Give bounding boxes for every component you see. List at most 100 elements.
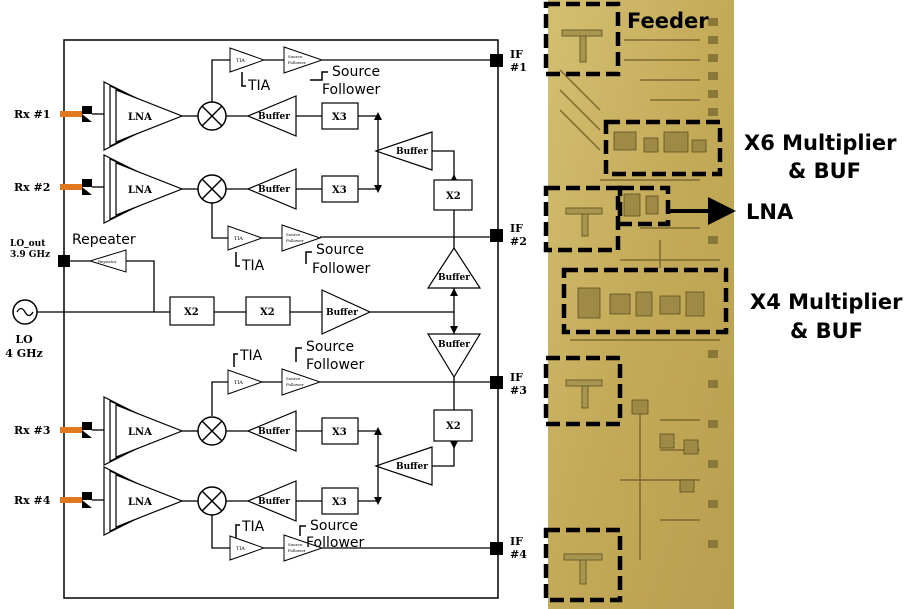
svg-text:LNA: LNA: [128, 497, 152, 508]
if-port-3: [490, 376, 503, 389]
x4-box: [561, 267, 729, 335]
tia-annotation-2: TIA: [241, 258, 265, 274]
buffer-vertical-down: [426, 333, 482, 379]
lna-4: [103, 466, 184, 536]
feeder-box-4: [543, 527, 623, 603]
svg-text:TIA: TIA: [234, 380, 243, 386]
buffer-blocks-left: [246, 95, 433, 522]
mixer-3: [197, 416, 227, 446]
rx-label-2: Rx #2: [14, 181, 50, 194]
callout-x6-line2: & BUF: [788, 159, 861, 183]
svg-text:Source: Source: [310, 518, 358, 534]
svg-text:Buffer: Buffer: [396, 147, 428, 157]
svg-text:TIA: TIA: [234, 236, 243, 242]
svg-text:LNA: LNA: [128, 185, 152, 196]
tia-block-labels: TIA TIA TIA TIA: [234, 58, 245, 552]
callout-x4-line1: X4 Multiplier: [750, 290, 903, 314]
svg-text:TIA: TIA: [236, 546, 245, 552]
buffer-vertical-up-label: Buffer: [438, 273, 470, 283]
svg-text:X3: X3: [332, 497, 347, 508]
svg-text:Source: Source: [286, 376, 301, 381]
buffer-4: [246, 480, 297, 522]
buffer-split-lower: [374, 446, 433, 486]
die-traces: [559, 39, 720, 560]
if-label-2b: #2: [510, 235, 527, 248]
svg-text:Buffer: Buffer: [258, 497, 290, 507]
svg-text:X3: X3: [332, 185, 347, 196]
rx-label-4: Rx #4: [14, 494, 51, 507]
if-port-2: [490, 229, 503, 242]
if-port-1: [490, 54, 503, 67]
sf-blocks: [281, 46, 324, 562]
svg-text:Follower: Follower: [288, 60, 306, 65]
svg-text:Source: Source: [306, 339, 354, 355]
svg-text:Follower: Follower: [286, 382, 304, 387]
svg-text:Follower: Follower: [312, 261, 371, 277]
block-diagram: IF #1 IF #2 IF #3 IF #4 LO_out 3.9 GHz L…: [5, 39, 527, 599]
svg-text:X3: X3: [332, 427, 347, 438]
buffer-1: [246, 95, 297, 137]
rx-label-1: Rx #1: [14, 108, 50, 121]
svg-text:LNA: LNA: [128, 112, 152, 123]
svg-text:Source: Source: [286, 232, 301, 237]
repeater-annotation: Repeater: [72, 232, 136, 248]
lna-labels: LNA LNA LNA LNA: [128, 112, 152, 508]
feeder-box-3: [543, 355, 623, 427]
if-port-4: [490, 542, 503, 555]
if-label-1b: #1: [510, 61, 527, 74]
lo-out-label: LO_out: [10, 239, 46, 249]
buffer-lo-main-label: Buffer: [326, 308, 358, 318]
die-pad-column: [708, 18, 718, 548]
svg-text:Source: Source: [332, 64, 380, 80]
buffer-3: [246, 410, 297, 452]
svg-text:Follower: Follower: [306, 535, 365, 551]
lo-source-freq: 4 GHz: [5, 347, 43, 360]
x6-box: [603, 119, 723, 177]
x2-labels: X2 X2 X2 X2: [184, 191, 461, 432]
svg-text:LNA: LNA: [128, 427, 152, 438]
die-feed-shapes: [561, 29, 603, 585]
repeater-block: [88, 249, 127, 273]
feeder-box-2: [543, 185, 621, 253]
svg-text:Buffer: Buffer: [258, 185, 290, 195]
lna-2: [103, 154, 184, 224]
lo-section: LO_out 3.9 GHz LO 4 GHz: [5, 239, 70, 360]
tia-annotation-1: TIA: [247, 78, 271, 94]
buffer-lo-main: [321, 289, 372, 335]
svg-text:X2: X2: [184, 307, 199, 318]
lo-source-label: LO: [15, 333, 33, 346]
svg-text:Follower: Follower: [288, 548, 306, 553]
mixer-4: [197, 486, 227, 516]
callout-lna: LNA: [746, 200, 794, 224]
lna-box: [617, 185, 671, 227]
buffer-labels-left: Buffer Buffer Buffer Buffer Buffer Buffe…: [258, 112, 428, 507]
chip-outline: [63, 39, 499, 599]
tia-annotation-4: TIA: [241, 519, 265, 535]
feeder-box-1: [543, 1, 621, 77]
tia-annotation-3: TIA: [239, 348, 263, 364]
mixers: [197, 101, 227, 516]
die-callout-boxes: [543, 1, 729, 603]
mixer-2: [197, 174, 227, 204]
buffer-2: [246, 168, 297, 210]
lna-1: [103, 81, 184, 151]
callout-x6-line1: X6 Multiplier: [744, 131, 897, 155]
lo-out-port: [58, 255, 70, 267]
buffer-vertical-up: [426, 246, 482, 289]
if-label-3b: #3: [510, 384, 527, 397]
x3-labels: X3 X3 X3 X3: [332, 112, 347, 508]
rx-ports: Rx #1 Rx #2 Rx #3 Rx #4: [14, 106, 92, 508]
callout-feeder: Feeder: [627, 9, 709, 33]
svg-text:Buffer: Buffer: [396, 462, 428, 472]
sf-annotations: Source Follower Source Follower Source F…: [306, 64, 381, 551]
tia-annotations: TIA TIA TIA TIA: [239, 78, 271, 535]
svg-text:X2: X2: [260, 307, 275, 318]
tia-annotation-arrows: [233, 72, 246, 538]
tia-blocks: [227, 47, 266, 561]
svg-text:X3: X3: [332, 112, 347, 123]
if-label-2a: IF: [510, 222, 523, 235]
sf-block-labels: Source Follower Source Follower Source F…: [286, 54, 306, 553]
mixer-1: [197, 101, 227, 131]
callout-x4-line2: & BUF: [790, 319, 863, 343]
